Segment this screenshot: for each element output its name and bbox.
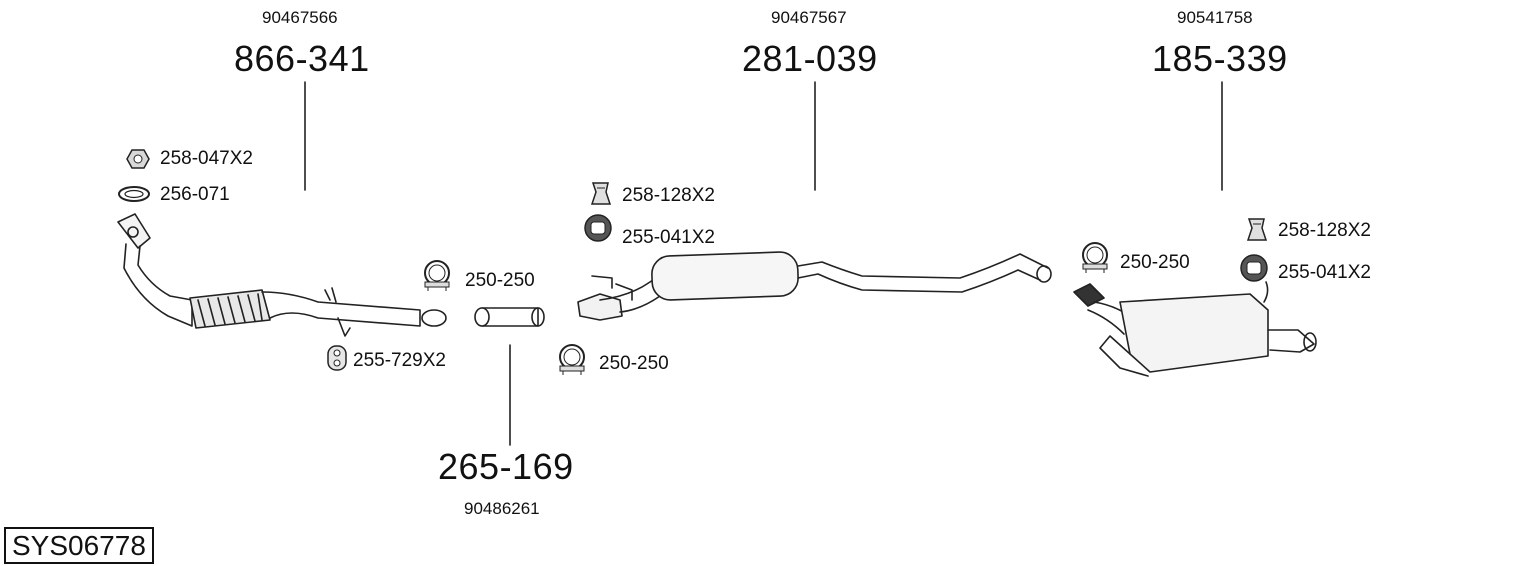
accessory-label-nut: 258-047X2 — [160, 148, 253, 169]
accessory-label-bracket-rear: 258-128X2 — [1278, 220, 1371, 241]
accessory-label-clamp-middle: 250-250 — [599, 353, 669, 374]
pipe-clamp-icon — [418, 258, 456, 297]
part-number-connector-pipe: 265-169 — [438, 446, 574, 487]
accessory-label-bracket-middle: 258-128X2 — [622, 185, 715, 206]
mounting-bracket-icon — [1244, 216, 1270, 249]
pipe-clamp-icon — [1076, 240, 1114, 279]
oem-number-connector-pipe: 90486261 — [464, 499, 540, 518]
part-number-middle-muffler: 281-039 — [742, 38, 878, 79]
mounting-bracket-icon — [588, 180, 614, 213]
nut-icon — [126, 148, 150, 175]
gasket-ring-icon — [117, 185, 151, 208]
accessory-label-clamp-rear: 250-250 — [1120, 252, 1190, 273]
oem-number-rear-muffler: 90541758 — [1177, 8, 1253, 27]
rubber-mount-icon — [1238, 252, 1270, 289]
middle-muffler-drawing — [577, 251, 1052, 321]
front-pipe-drawing — [117, 213, 447, 337]
rear-muffler-drawing — [1073, 281, 1317, 377]
accessory-label-clamp-front: 250-250 — [465, 270, 535, 291]
connector-pipe-drawing — [474, 307, 545, 327]
accessory-label-rubber-mount-rear: 255-041X2 — [1278, 262, 1371, 283]
accessory-label-rubber-mount-middle: 255-041X2 — [622, 227, 715, 248]
part-number-front-pipe: 866-341 — [234, 38, 370, 79]
system-id-label: SYS06778 — [4, 527, 154, 564]
accessory-label-gasket: 256-071 — [160, 184, 230, 205]
oem-number-front-pipe: 90467566 — [262, 8, 338, 27]
part-number-rear-muffler: 185-339 — [1152, 38, 1288, 79]
oem-number-middle-muffler: 90467567 — [771, 8, 847, 27]
rubber-mount-icon — [582, 212, 614, 249]
pipe-clamp-icon — [553, 342, 591, 381]
accessory-label-rubber-hanger: 255-729X2 — [353, 350, 446, 371]
rubber-hanger-icon — [326, 344, 348, 377]
